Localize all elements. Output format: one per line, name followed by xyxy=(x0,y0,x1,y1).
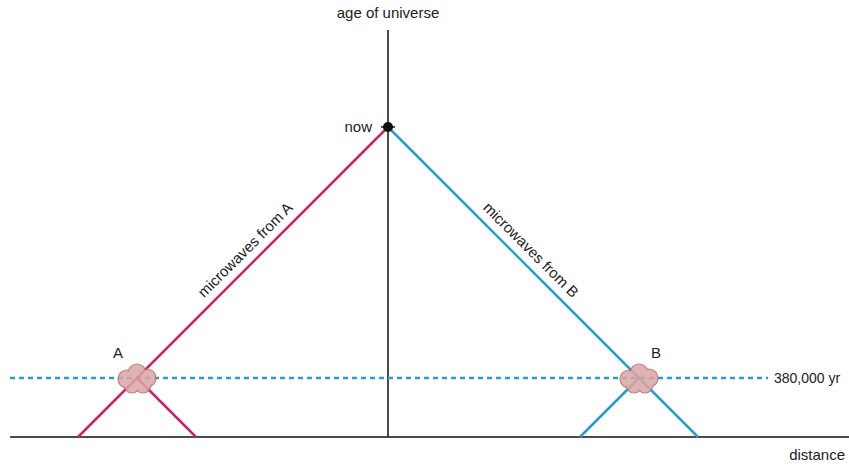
gas-cloud xyxy=(617,362,661,394)
now-label: now xyxy=(344,118,372,136)
cloud-letter: B xyxy=(651,344,661,362)
time-label: 380,000 yr xyxy=(774,369,840,387)
cloud-node: B xyxy=(617,344,661,394)
cloud-letter: A xyxy=(113,344,159,362)
distance-axis xyxy=(10,436,849,438)
gas-cloud xyxy=(115,362,159,394)
time-axis xyxy=(387,30,389,437)
ray-label: microwaves from B xyxy=(480,199,583,302)
cloud-node: A xyxy=(115,344,159,394)
ray-label: microwaves from A xyxy=(194,199,296,301)
axis-title: age of universe xyxy=(337,4,440,22)
axis-title: distance xyxy=(789,446,845,464)
light-path-b xyxy=(388,127,698,437)
light-cone-a xyxy=(137,378,196,437)
light-path-a xyxy=(78,127,388,437)
now-tick xyxy=(381,126,395,128)
